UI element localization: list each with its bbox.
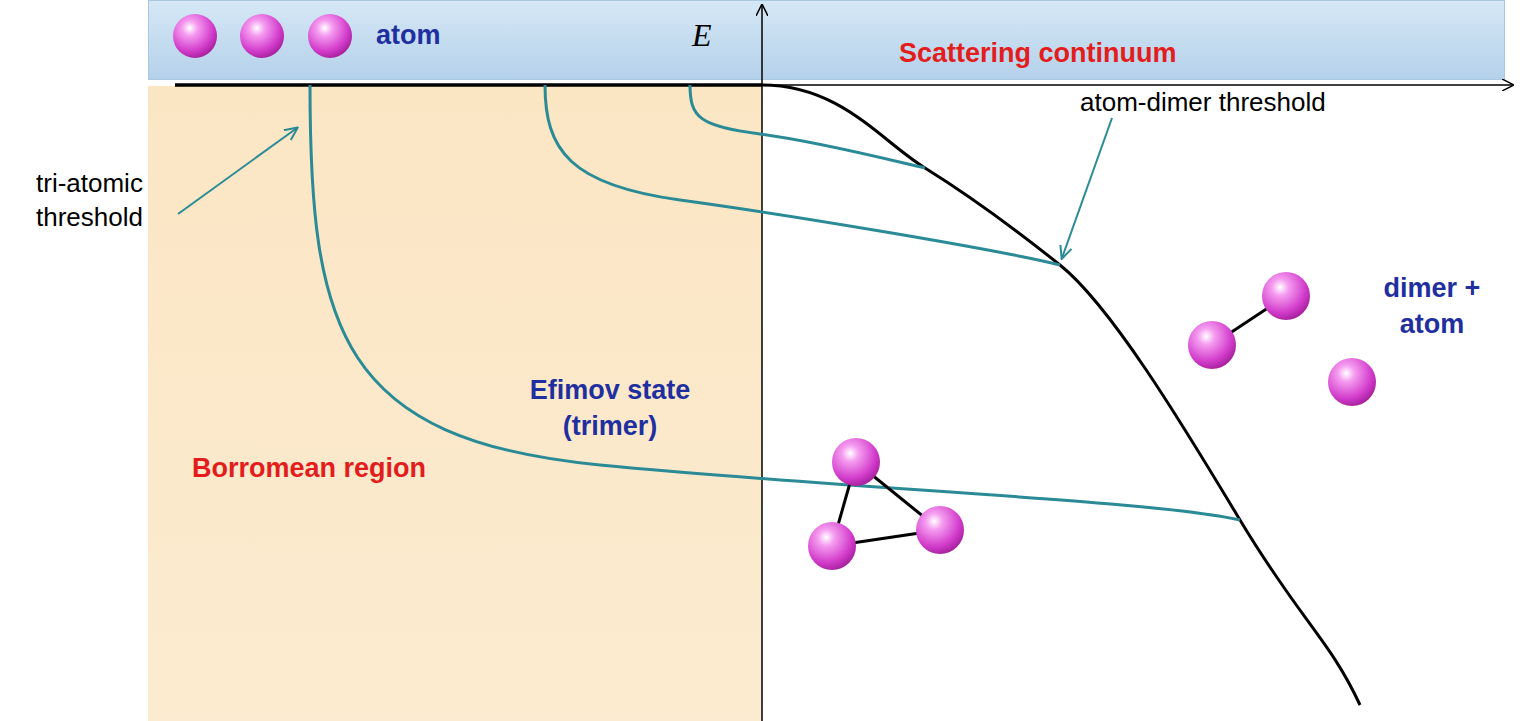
annotation: tri-atomic threshold bbox=[36, 166, 164, 234]
leader-arrow bbox=[178, 128, 297, 214]
annotation: atom-dimer threshold bbox=[1080, 87, 1326, 118]
atom-sphere bbox=[173, 14, 217, 58]
leader-arrow bbox=[1062, 118, 1112, 258]
continuum-band: atomScattering continuum bbox=[148, 0, 1505, 80]
annotation: dimer + atom bbox=[1382, 270, 1482, 342]
state-label: Efimov state (trimer) bbox=[500, 372, 720, 444]
dimer-figure bbox=[1188, 272, 1376, 406]
trimer-figure bbox=[808, 438, 964, 570]
axis-label: E bbox=[692, 16, 712, 54]
atom-sphere bbox=[308, 14, 352, 58]
horizontal-axis bbox=[762, 84, 1512, 86]
region-label: Borromean region bbox=[192, 452, 426, 484]
atom-dimer-threshold-curve bbox=[762, 85, 1360, 705]
efimov-branch bbox=[545, 85, 1060, 265]
borromean-region: Efimov state (trimer) Borromean region bbox=[148, 86, 762, 721]
band-label: atom bbox=[376, 19, 441, 51]
energy-axis bbox=[761, 6, 763, 721]
tri-atomic-threshold-line bbox=[175, 83, 762, 87]
efimov-branch bbox=[690, 85, 925, 168]
atom-sphere bbox=[240, 14, 284, 58]
region-label: Scattering continuum bbox=[899, 37, 1177, 69]
efimov-branch bbox=[310, 85, 1240, 520]
